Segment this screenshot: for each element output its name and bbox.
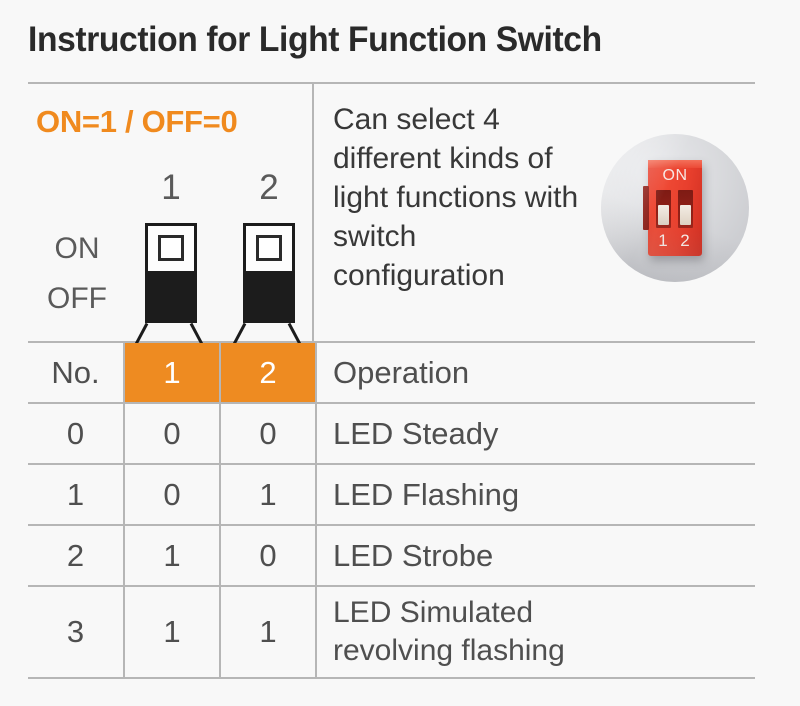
description-text: Can select 4 different kinds of light fu… xyxy=(333,103,579,292)
table-row: 3 xyxy=(66,614,85,649)
dip-switch-glyph-2 xyxy=(243,223,295,323)
dip-switch-body-fill xyxy=(246,271,292,320)
top-panel-bottom-rule xyxy=(28,341,755,343)
table-row: LED Steady xyxy=(333,415,499,451)
table-row: 1 xyxy=(259,476,277,512)
col-divider-sw2 xyxy=(315,341,317,678)
table-row: LED Strobe xyxy=(333,537,494,573)
table-row: 0 xyxy=(163,415,181,451)
row-rule-0 xyxy=(28,463,755,465)
table-row: 1 xyxy=(163,614,181,649)
panel-divider-vertical xyxy=(312,82,314,342)
on-off-rule-label: ON=1 / OFF=0 xyxy=(36,104,238,139)
table-header-sw1: 1 xyxy=(125,343,219,402)
table-bottom-rule xyxy=(28,677,755,679)
table-row: 0 xyxy=(163,476,181,512)
col-divider-sw1 xyxy=(219,341,221,678)
off-row-label: OFF xyxy=(47,282,107,315)
dip-switch-lever-icon xyxy=(158,235,184,261)
table-row: 0 xyxy=(259,537,277,573)
dip-switch-product-photo: ON 1 2 xyxy=(601,134,749,282)
table-row: LED Flashing xyxy=(333,476,520,512)
table-row: 2 xyxy=(66,537,85,573)
row-rule-header xyxy=(28,402,755,404)
table-header-sw2: 2 xyxy=(221,343,315,402)
table-row: 1 xyxy=(66,476,85,512)
table-header-no: No. xyxy=(51,354,100,390)
switch-number-2-label: 2 xyxy=(259,168,279,207)
row-rule-1 xyxy=(28,524,755,526)
table-row: 0 xyxy=(66,415,85,451)
table-top-rule xyxy=(28,82,755,84)
table-row: 0 xyxy=(259,415,277,451)
page-title: Instruction for Light Function Switch xyxy=(28,20,602,59)
table-row: 1 xyxy=(259,614,277,649)
table-header-operation: Operation xyxy=(333,354,470,390)
row-rule-2 xyxy=(28,585,755,587)
dip-switch-glyph-1 xyxy=(145,223,197,323)
table-row: 1 xyxy=(163,537,181,573)
switch-number-1-label: 1 xyxy=(161,168,181,207)
dip-switch-lever-icon xyxy=(256,235,282,261)
photo-lighting-overlay xyxy=(601,134,749,282)
dip-switch-body-fill xyxy=(148,271,194,320)
col-divider-no xyxy=(123,341,125,678)
table-row: LED Simulated revolving flashing xyxy=(333,596,565,667)
on-row-label: ON xyxy=(54,232,100,265)
